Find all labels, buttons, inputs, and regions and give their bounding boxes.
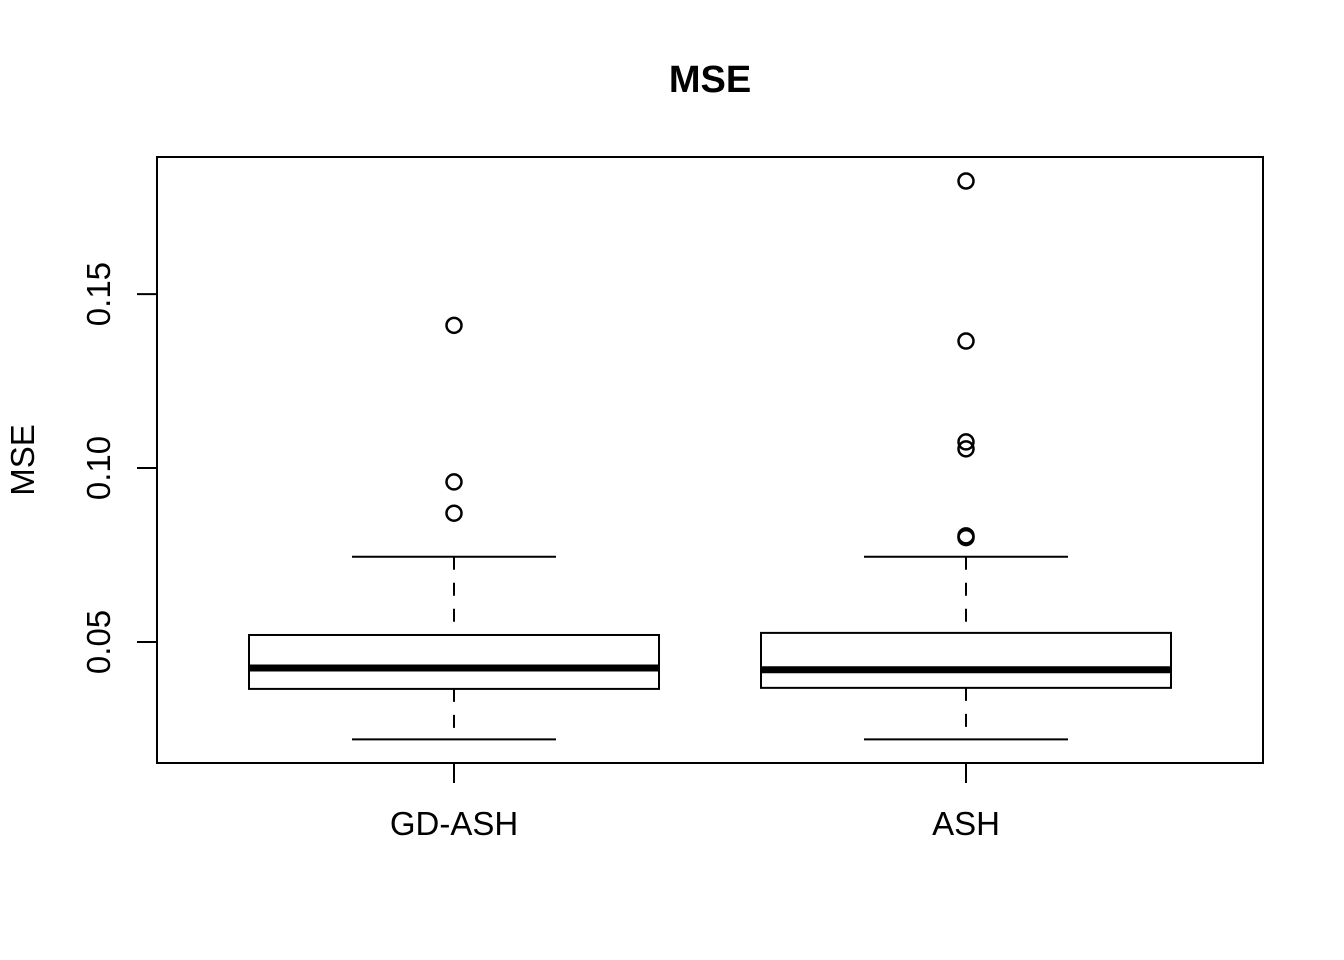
x-tick-label: ASH (932, 805, 1000, 842)
outlier-point (957, 527, 975, 545)
y-tick-label: 0.15 (80, 262, 117, 326)
chart-title: MSE (669, 59, 751, 101)
y-axis-label: MSE (4, 424, 41, 496)
outlier-point (445, 504, 463, 522)
iqr-box (760, 631, 1172, 689)
outlier-point (445, 316, 463, 335)
outlier-point (957, 332, 975, 350)
x-tick-label: GD-ASH (390, 805, 518, 842)
outlier-point (957, 433, 975, 451)
outlier-point (445, 473, 463, 491)
iqr-box (248, 633, 660, 690)
outlier-point (957, 440, 975, 458)
y-tick-label: 0.05 (80, 610, 117, 674)
outlier-point (957, 172, 975, 190)
plot-border (156, 156, 1264, 764)
y-tick-label: 0.10 (80, 436, 117, 500)
